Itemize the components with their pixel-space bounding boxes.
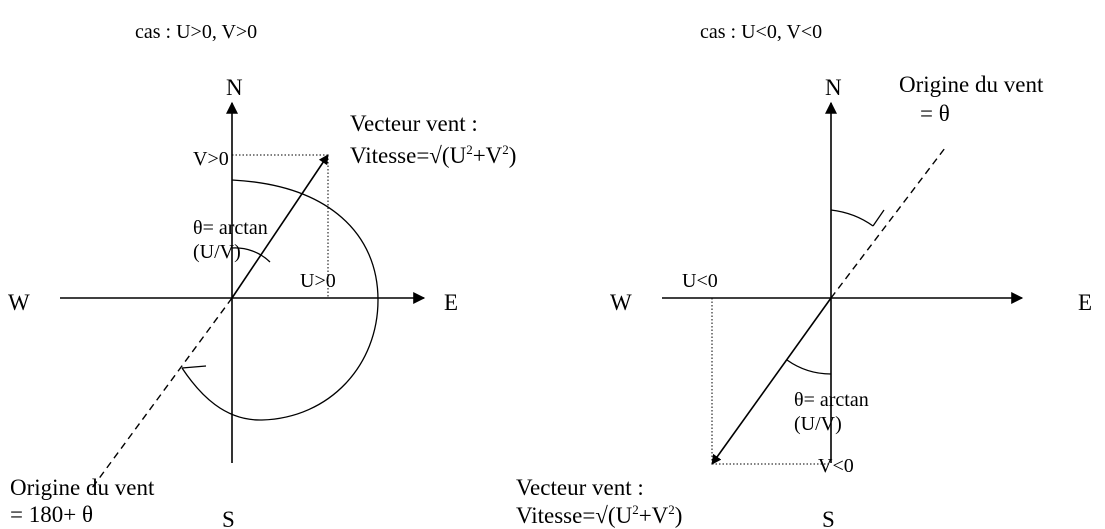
right-diagram: cas : U<0, V<0 N S E W U<0 V<0 θ= arctan…: [516, 21, 1092, 529]
right-east-label: E: [1078, 290, 1092, 315]
left-origin-line2: = 180+ θ: [10, 502, 93, 527]
right-speed-formula: Vitesse=√(U2+V2): [516, 502, 682, 528]
right-west-label: W: [610, 290, 632, 315]
left-u-label: U>0: [300, 270, 336, 292]
right-title: cas : U<0, V<0: [700, 21, 822, 43]
right-theta-line1: θ= arctan: [794, 389, 869, 411]
left-theta-line1: θ= arctan: [193, 217, 268, 239]
left-wind-vector: [231, 154, 329, 299]
left-theta-arc: [231, 247, 271, 263]
right-origin-line1: Origine du vent: [899, 72, 1044, 97]
left-speed-formula: Vitesse=√(U2+V2): [350, 142, 516, 168]
left-origin-dashed-line: [91, 297, 233, 489]
left-south-label: S: [222, 507, 235, 529]
right-origin-arc-tick: [872, 209, 885, 227]
right-south-label: S: [822, 507, 835, 529]
left-origin-line1: Origine du vent: [10, 475, 155, 500]
left-north-label: N: [226, 75, 243, 100]
right-theta-line2: (U/V): [794, 413, 842, 435]
left-origin-arc: [181, 179, 379, 421]
right-theta-arc: [786, 359, 832, 375]
right-north-label: N: [825, 75, 842, 100]
right-v-label: V<0: [818, 455, 854, 477]
right-origin-line2: = θ: [920, 101, 950, 126]
left-origin-arc-tick: [181, 365, 207, 369]
right-origin-dashed-line: [830, 147, 946, 299]
left-theta-line2: (U/V): [193, 241, 241, 263]
left-diagram: cas : U>0, V>0 N S E W V>0 U>0 θ= arctan…: [8, 21, 516, 529]
left-west-label: W: [8, 290, 30, 315]
right-origin-arc: [830, 209, 874, 227]
left-v-label: V>0: [193, 148, 229, 170]
right-vector-line1: Vecteur vent :: [516, 475, 644, 500]
left-east-label: E: [444, 290, 458, 315]
left-vector-line1: Vecteur vent :: [350, 111, 478, 136]
right-u-label: U<0: [682, 270, 718, 292]
left-title: cas : U>0, V>0: [135, 21, 257, 43]
right-wind-vector: [711, 297, 832, 465]
